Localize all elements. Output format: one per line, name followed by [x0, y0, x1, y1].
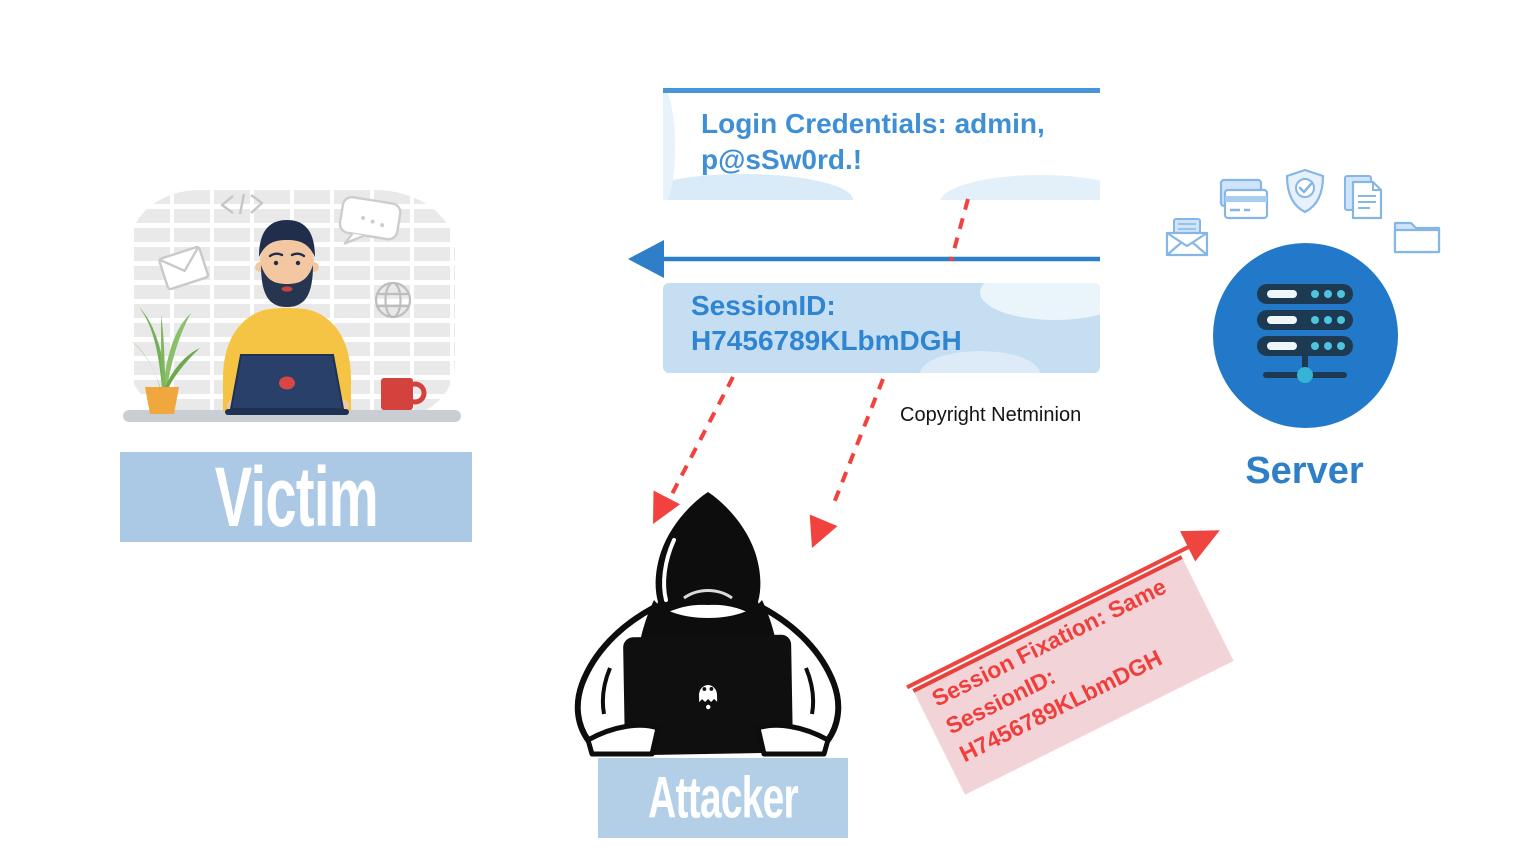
session-id-line1: SessionID: [691, 290, 836, 321]
login-credentials-line1: Login Credentials: admin, [701, 108, 1045, 139]
session-id-message: SessionID: H7456789KLbmDGH [663, 283, 1100, 373]
attacker-label: Attacker [598, 758, 848, 838]
desk [123, 410, 461, 422]
victim-person [223, 220, 351, 415]
mail-icon [1165, 218, 1209, 257]
cloud-decoration [940, 175, 1100, 200]
login-credentials-message: Login Credentials: admin, p@sSw0rd.! [663, 88, 1100, 200]
plant [130, 307, 200, 414]
envelope-doodle-icon [158, 245, 210, 291]
server-rack-icon [1257, 284, 1353, 383]
globe-doodle-icon [374, 281, 412, 319]
credit-card-icon [1219, 178, 1269, 220]
attacker-laptop [623, 634, 793, 756]
code-doodle-icon [220, 193, 264, 215]
victim-illustration [115, 183, 465, 435]
ghost-icon [699, 685, 718, 710]
fixation-arrow-to-server-icon [1180, 515, 1228, 562]
intercepted-credentials-dashed-arrow [949, 198, 970, 262]
shield-check-icon [1285, 168, 1325, 214]
mug [381, 378, 427, 410]
victim-label-text: Victim [214, 449, 378, 545]
session-id-arrow-to-victim [628, 240, 1100, 278]
login-credentials-line2: p@sSw0rd.! [701, 144, 863, 175]
victim-art [123, 193, 461, 422]
chat-doodle-icon [338, 195, 402, 245]
server-circle [1213, 243, 1398, 428]
attacker-illustration [574, 492, 842, 757]
session-fixation-note: Session Fixation: Same SessionID: H74567… [906, 515, 1234, 795]
folder-icon [1393, 221, 1441, 254]
copyright-text: Copyright Netminion [900, 404, 1082, 426]
document-icon [1344, 175, 1383, 220]
victim-label: Victim [120, 449, 472, 545]
session-id-line2: H7456789KLbmDGH [691, 325, 962, 356]
cloud-decoration [663, 93, 675, 200]
attacker-label-text: Attacker [648, 765, 799, 831]
cloud-decoration [920, 351, 1040, 373]
server-label: Server [1245, 450, 1364, 492]
